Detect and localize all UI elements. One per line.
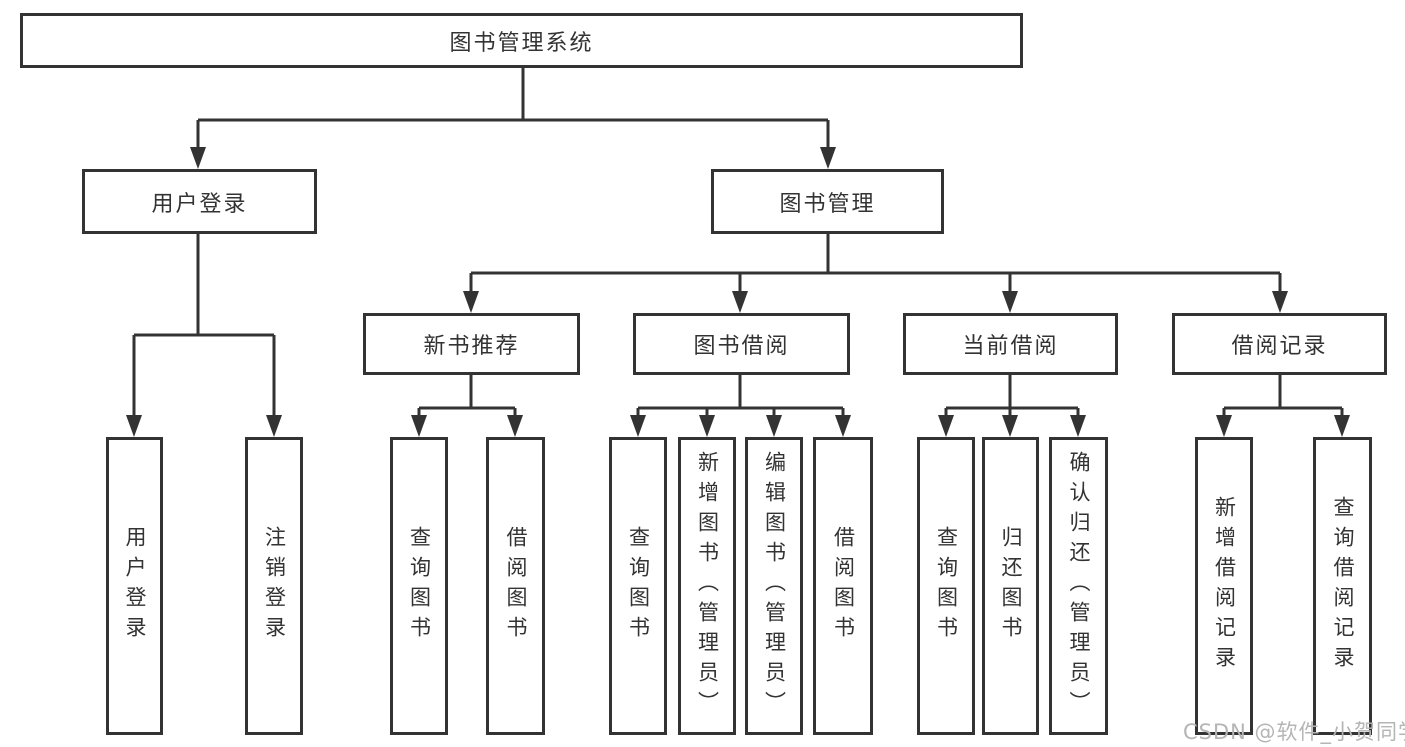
- leaf-records-query-borrow-record: 查询借阅记录: [1313, 437, 1372, 735]
- arrowhead-down-icon: [1002, 291, 1018, 313]
- arrowhead-down-icon: [1216, 415, 1232, 437]
- leaf-newbook-borrow-books: 借阅图书: [486, 437, 545, 735]
- connector-user-login-children: [132, 234, 276, 420]
- arrowhead-down-icon: [835, 415, 851, 437]
- arrowhead-down-icon: [938, 415, 954, 437]
- arrowhead-down-icon: [1002, 415, 1018, 437]
- connector-borrow-record-children: [1222, 375, 1344, 420]
- connector-root-to-level2: [196, 68, 830, 152]
- arrowhead-down-icon: [463, 291, 479, 313]
- arrowhead-down-icon: [126, 415, 142, 437]
- leaf-newbook-query-books: 查询图书: [390, 437, 448, 735]
- node-borrowing-records: 借阅记录: [1172, 313, 1387, 375]
- arrowhead-down-icon: [1070, 415, 1086, 437]
- leaf-user-login: 用户登录: [106, 437, 163, 735]
- leaf-borrow-edit-books-admin: 编辑图书（管理员）: [745, 437, 803, 735]
- arrowhead-down-icon: [190, 147, 206, 169]
- arrowhead-down-icon: [411, 415, 427, 437]
- node-book-borrowing: 图书借阅: [633, 313, 850, 375]
- node-user-login: 用户登录: [82, 169, 317, 234]
- connector-book-borrow-children: [636, 375, 845, 420]
- arrowhead-down-icon: [507, 415, 523, 437]
- connector-new-book-children: [417, 375, 517, 420]
- leaf-current-return-books: 归还图书: [982, 437, 1039, 735]
- connector-book-management-sections: [469, 234, 1282, 296]
- leaf-borrow-add-books-admin: 新增图书（管理员）: [678, 437, 736, 735]
- node-current-borrowing: 当前借阅: [903, 313, 1118, 375]
- node-new-book-recommendation: 新书推荐: [363, 313, 580, 375]
- csdn-watermark: CSDN @软件_小贺同学: [1183, 720, 1405, 744]
- leaf-borrow-query-books: 查询图书: [609, 437, 667, 735]
- arrowhead-down-icon: [1334, 415, 1350, 437]
- leaf-current-query-books: 查询图书: [917, 437, 975, 735]
- node-root-system: 图书管理系统: [20, 13, 1023, 68]
- leaf-records-add-borrow-record: 新增借阅记录: [1195, 437, 1253, 735]
- leaf-borrow-borrow-books: 借阅图书: [813, 437, 873, 735]
- arrowhead-down-icon: [1272, 291, 1288, 313]
- arrowhead-down-icon: [766, 415, 782, 437]
- arrowhead-down-icon: [630, 415, 646, 437]
- connector-current-borrow-children: [944, 375, 1080, 420]
- arrowhead-down-icon: [266, 415, 282, 437]
- leaf-logout: 注销登录: [245, 437, 303, 735]
- leaf-current-confirm-return-admin: 确认归还（管理员）: [1049, 437, 1108, 735]
- arrowhead-down-icon: [820, 147, 836, 169]
- arrowhead-down-icon: [732, 291, 748, 313]
- arrowhead-down-icon: [699, 415, 715, 437]
- node-book-management: 图书管理: [711, 169, 944, 234]
